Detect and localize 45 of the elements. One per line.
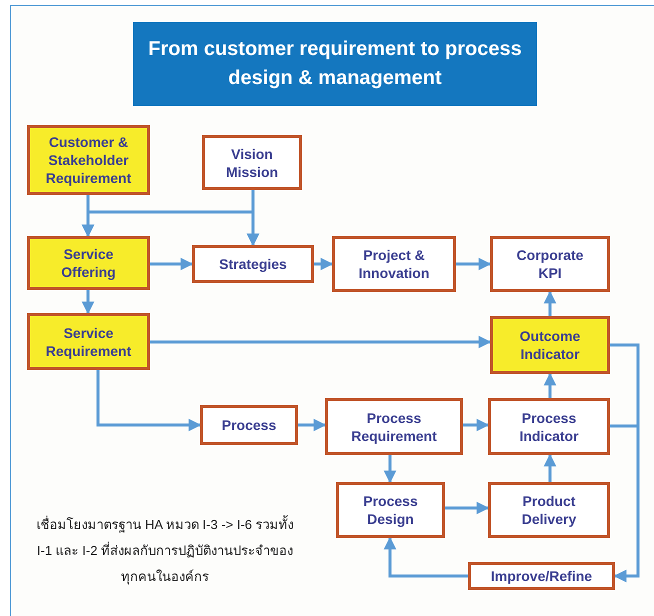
process-box [490, 316, 610, 374]
process-box [200, 405, 298, 445]
arrow [544, 454, 556, 482]
arrow [314, 258, 334, 270]
process-box [488, 398, 610, 455]
arrow [150, 258, 194, 270]
box-label: Process Design [362, 492, 419, 528]
arrow [384, 536, 468, 578]
box-label: Strategies [219, 255, 287, 273]
box-label: Customer & Stakeholder Requirement [44, 133, 132, 187]
arrow [445, 502, 490, 514]
arrow [456, 258, 492, 270]
box-label: Improve/Refine [490, 567, 592, 585]
process-box [332, 236, 456, 292]
process-box [325, 398, 463, 455]
box-label: Product Delivery [520, 492, 578, 528]
arrow [384, 455, 396, 484]
box-label: Vision Mission [224, 144, 280, 180]
arrow [150, 336, 492, 348]
process-box [202, 135, 302, 190]
process-box [468, 562, 615, 590]
arrow [298, 418, 326, 432]
process-box [27, 125, 150, 195]
box-label: Service Offering [60, 245, 117, 281]
arrow [463, 418, 490, 432]
box-label: Outcome Indicator [518, 327, 582, 363]
process-box [490, 236, 610, 292]
arrow [544, 290, 556, 316]
arrow [82, 290, 94, 314]
process-box [192, 245, 314, 283]
box-label: Process Requirement [350, 408, 438, 444]
box-label: Project & Innovation [358, 246, 430, 282]
process-box [336, 482, 445, 538]
box-label: Corporate KPI [516, 246, 584, 282]
arrow [544, 372, 556, 398]
box-label: Process [222, 416, 276, 434]
process-box [488, 482, 610, 538]
box-label: Service Requirement [44, 324, 132, 360]
process-box [27, 236, 150, 290]
box-label: Process Indicator [518, 408, 580, 444]
arrow [610, 424, 640, 582]
process-box [27, 313, 150, 370]
note-text: เชื่อมโยงมาตรฐาน HA หมวด I-3 -> I-6 รวมทั้ง I-1 และ I-2 ที่ส่งผลกับการปฏิบัติงานประจำของทุกคนในองค์กร [35, 514, 295, 586]
title-banner: From customer requirement to process design & management [133, 22, 537, 106]
arrow [96, 370, 202, 432]
